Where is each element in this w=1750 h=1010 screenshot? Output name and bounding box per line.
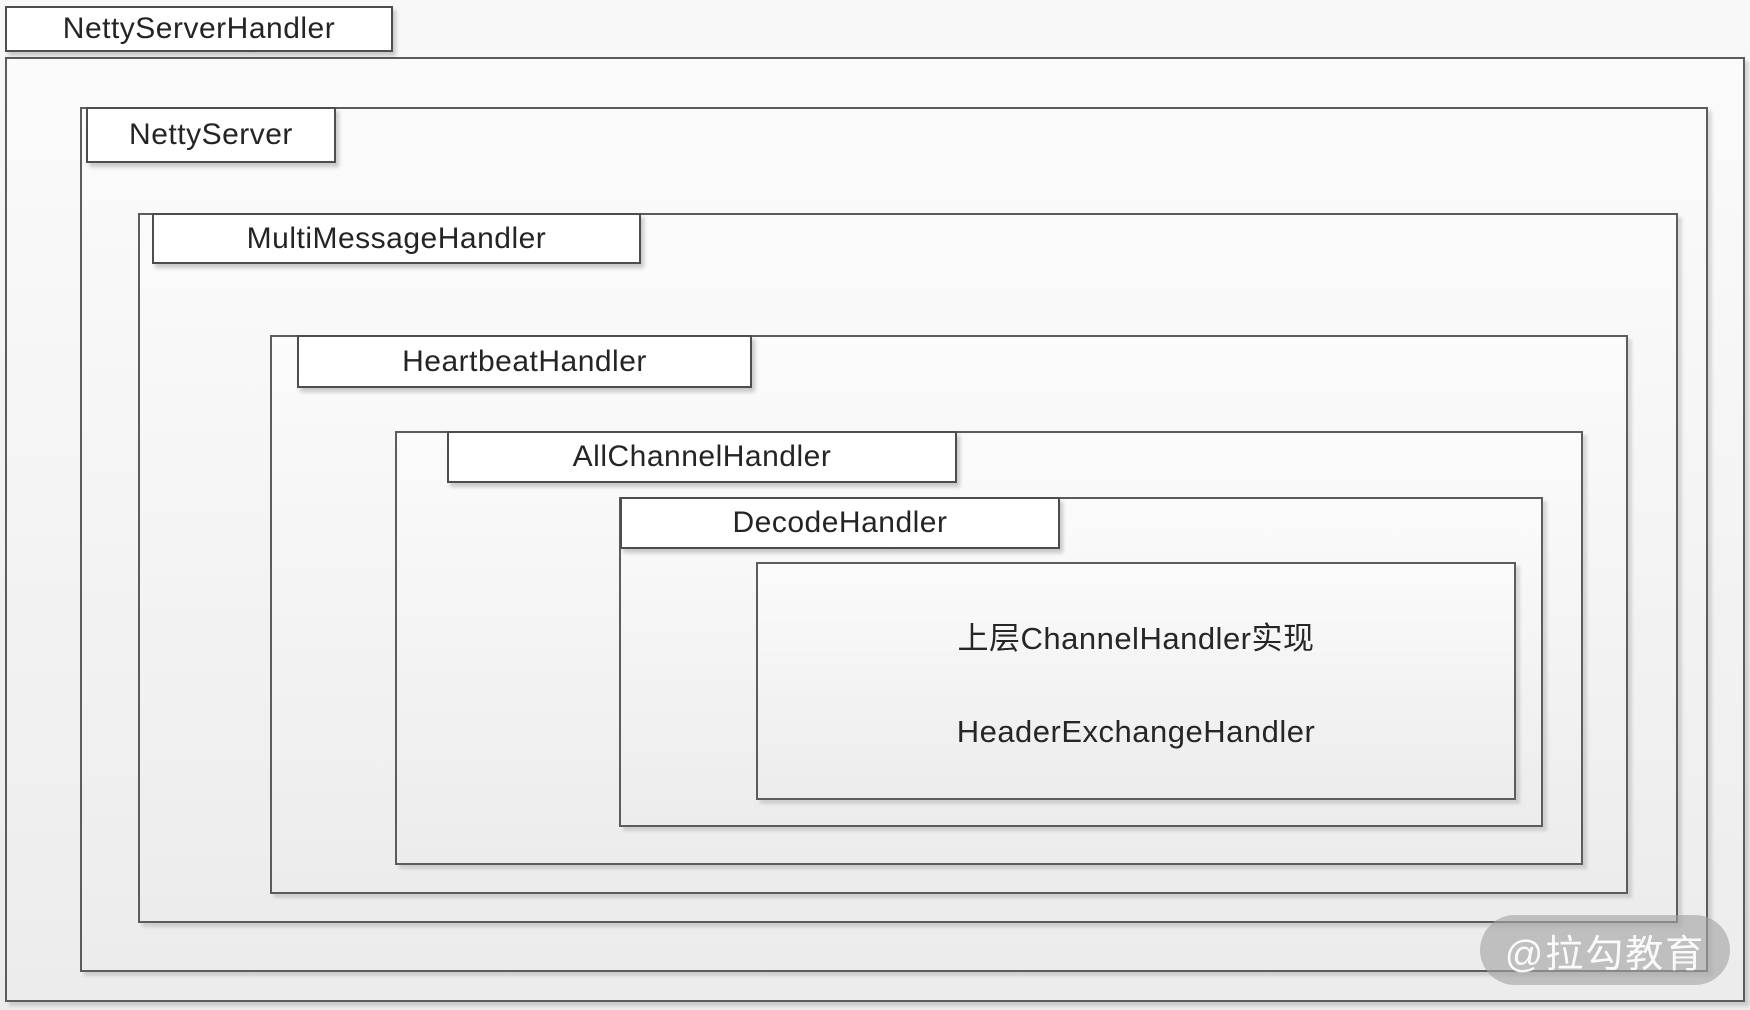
tab-netty-server-handler: NettyServerHandler <box>5 6 393 52</box>
header-exchange-handler-label: HeaderExchangeHandler <box>956 713 1316 749</box>
tab-heartbeat-handler: HeartbeatHandler <box>297 335 752 388</box>
watermark-text: @拉勾教育 <box>1504 933 1706 976</box>
tab-decode-handler: DecodeHandler <box>620 497 1060 549</box>
tab-all-channel-handler: AllChannelHandler <box>447 431 957 483</box>
box-upper-channel-handler: 上层ChannelHandler实现 HeaderExchangeHandler <box>756 562 1516 800</box>
tab-netty-server: NettyServer <box>86 107 336 163</box>
watermark-badge: @拉勾教育 <box>1480 915 1730 985</box>
upper-channel-handler-label: 上层ChannelHandler实现 <box>957 620 1315 656</box>
tab-multi-message-handler: MultiMessageHandler <box>152 213 641 264</box>
